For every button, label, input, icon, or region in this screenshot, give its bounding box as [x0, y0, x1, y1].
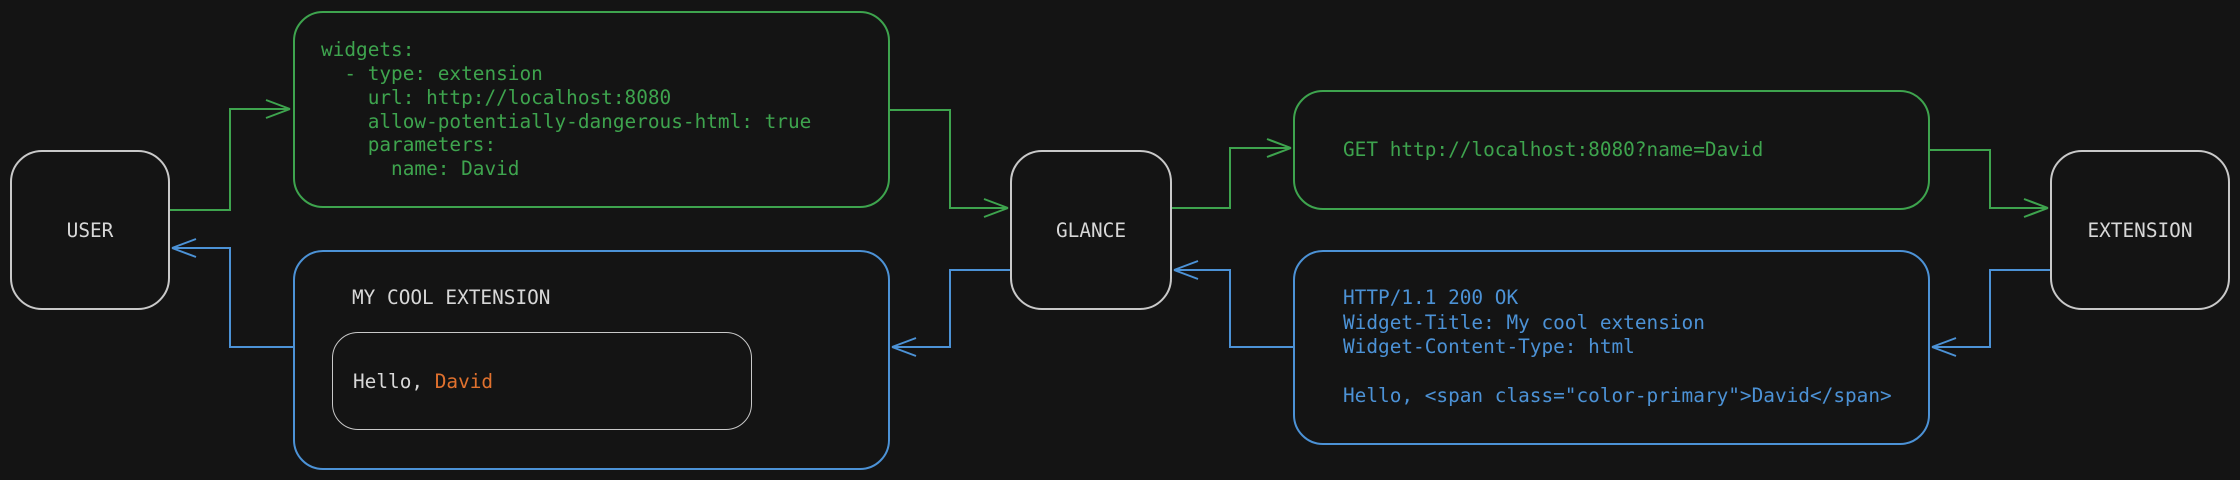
arrow-glance-to-get — [1172, 138, 1292, 209]
arrow-get-to-extension — [1930, 149, 2049, 218]
extension-node-label: EXTENSION — [2087, 218, 2193, 242]
http-response-box: HTTP/1.1 200 OK Widget-Title: My cool ex… — [1293, 250, 1930, 445]
arrow-user-to-config — [170, 99, 291, 211]
greeting-name: David — [434, 369, 494, 393]
yaml-config-code: widgets: - type: extension url: http://l… — [321, 38, 812, 181]
http-response-code: HTTP/1.1 200 OK Widget-Title: My cool ex… — [1343, 286, 1892, 408]
glance-node: GLANCE — [1010, 150, 1172, 310]
widget-title: MY COOL EXTENSION — [352, 286, 551, 309]
get-request-code: GET http://localhost:8080?name=David — [1343, 138, 1764, 161]
arrow-response-to-glance — [1173, 260, 1293, 348]
rendered-widget-box: MY COOL EXTENSION Hello, David — [293, 250, 890, 470]
glance-node-label: GLANCE — [1055, 218, 1127, 242]
greeting-prefix: Hello, — [353, 369, 435, 393]
arrow-config-to-glance — [890, 109, 1009, 218]
yaml-config-box: widgets: - type: extension url: http://l… — [293, 11, 890, 208]
arrow-widget-to-user — [171, 238, 293, 348]
arrow-extension-to-response — [1931, 269, 2050, 357]
widget-content-frame: Hello, David — [332, 332, 752, 430]
arrow-glance-to-widget — [891, 269, 1010, 357]
user-node-label: USER — [66, 218, 114, 242]
get-request-box: GET http://localhost:8080?name=David — [1293, 90, 1930, 210]
extension-node: EXTENSION — [2050, 150, 2230, 310]
widget-greeting: Hello, David — [333, 370, 493, 393]
user-node: USER — [10, 150, 170, 310]
